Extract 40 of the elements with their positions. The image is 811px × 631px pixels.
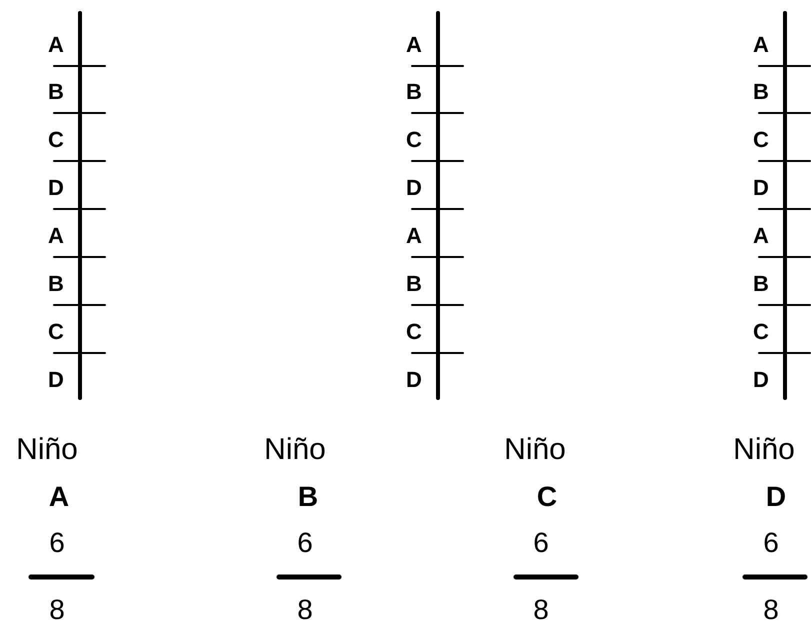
denominator: 8: [49, 596, 65, 624]
section-letter: B: [48, 273, 64, 295]
child-letter: A: [48, 483, 70, 511]
section-letter: D: [48, 369, 64, 391]
section-letter: A: [753, 34, 769, 56]
child-label: Niño: [733, 435, 795, 465]
child-letter: D: [766, 483, 786, 511]
child-label: Niño: [264, 435, 326, 465]
child-label: Niño: [504, 435, 566, 465]
section-letter: A: [406, 225, 422, 247]
section-letter: D: [753, 369, 769, 391]
section-letter: D: [406, 177, 422, 199]
child-label: Niño: [16, 435, 78, 465]
numerator: 6: [533, 529, 549, 557]
section-letter: D: [753, 177, 769, 199]
section-letter: C: [406, 321, 422, 343]
section-letter: A: [48, 34, 64, 56]
section-letter: C: [406, 129, 422, 151]
section-letter: B: [406, 81, 422, 103]
section-letter: C: [48, 129, 64, 151]
section-letter: B: [406, 273, 422, 295]
section-letter: A: [48, 225, 64, 247]
section-letter: B: [753, 81, 769, 103]
section-letter: D: [48, 177, 64, 199]
child-letter: C: [536, 483, 558, 511]
section-letter: B: [48, 81, 64, 103]
section-letter: A: [753, 225, 769, 247]
section-letter: C: [48, 321, 64, 343]
denominator: 8: [533, 596, 549, 624]
section-letter: B: [753, 273, 769, 295]
section-letter: D: [406, 369, 422, 391]
section-letter: C: [753, 129, 769, 151]
child-letter: B: [298, 483, 318, 511]
numerator: 6: [297, 529, 313, 557]
denominator: 8: [763, 596, 779, 624]
numerator: 6: [763, 529, 779, 557]
denominator: 8: [297, 596, 313, 624]
section-letter: C: [753, 321, 769, 343]
section-letter: A: [406, 34, 422, 56]
numerator: 6: [49, 529, 65, 557]
